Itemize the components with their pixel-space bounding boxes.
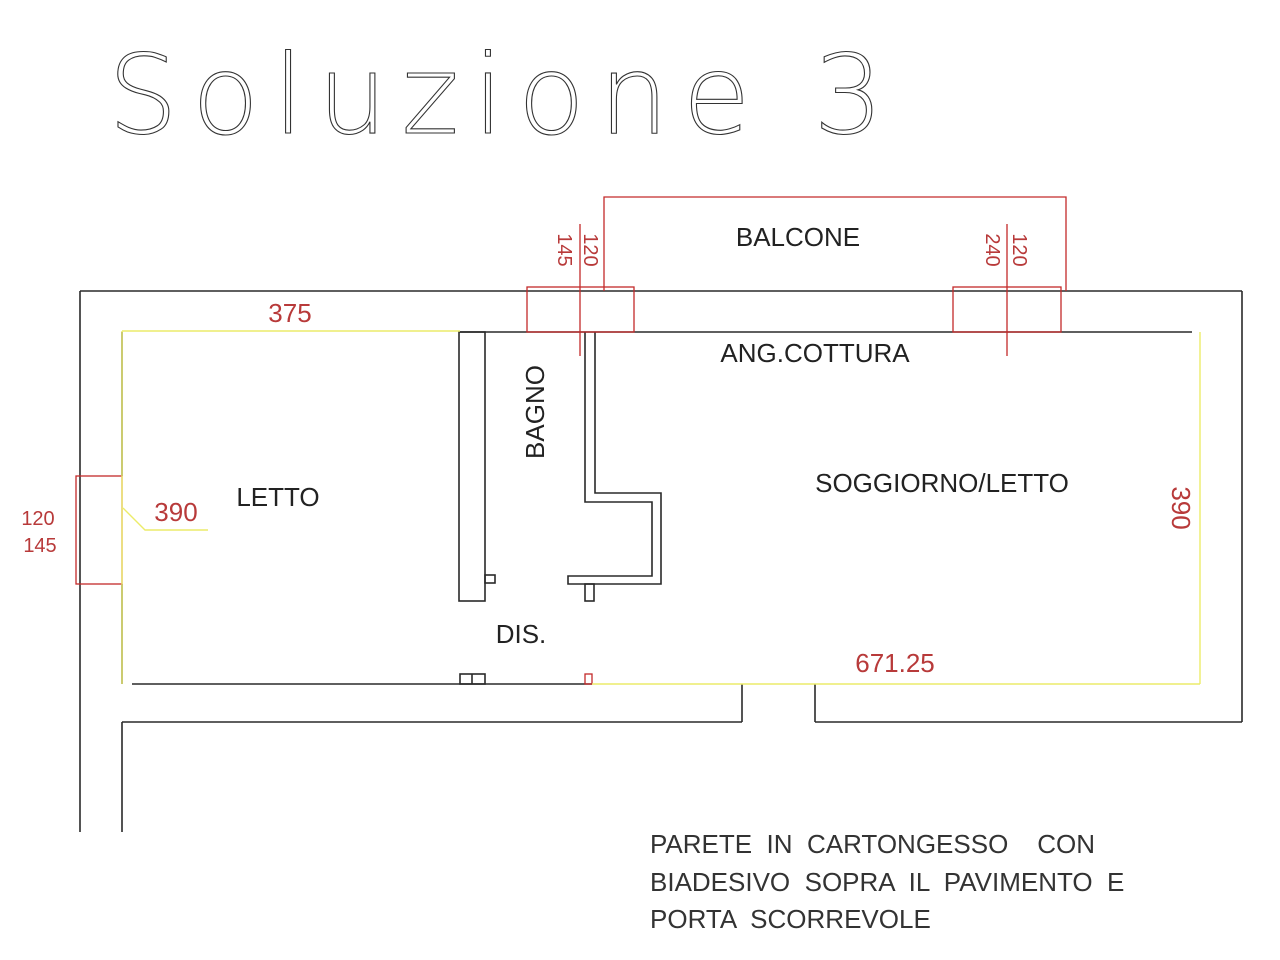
room-label-letto: LETTO xyxy=(236,482,319,512)
note-line-2: BIADESIVO SOPRA IL PAVIMENTO E xyxy=(650,867,1124,897)
dim-letto-width: 375 xyxy=(268,298,311,328)
room-label-dis: DIS. xyxy=(496,619,547,649)
drawing-title: Soluzione 3 xyxy=(108,31,897,159)
dim-balcony-door-right-h: 240 xyxy=(981,233,1003,266)
dimension-lines xyxy=(121,330,1201,685)
dim-balcony-door-right-w: 120 xyxy=(1008,233,1030,266)
room-label-bagno: BAGNO xyxy=(520,365,550,459)
dim-balcony-door-left-h: 145 xyxy=(553,233,575,266)
room-label-soggiorno: SOGGIORNO/LETTO xyxy=(815,468,1069,498)
window-left xyxy=(75,475,123,585)
dim-soggiorno-width: 671.25 xyxy=(855,648,935,678)
outer-walls xyxy=(79,290,1243,832)
balcony xyxy=(603,196,1067,291)
dim-window-left-h: 145 xyxy=(23,535,56,557)
note-line-3: PORTA SCORREVOLE xyxy=(650,904,931,934)
dim-soggiorno-height: 390 xyxy=(1166,486,1196,529)
room-label-balcone: BALCONE xyxy=(736,222,860,252)
openings xyxy=(75,224,1062,585)
dim-window-left-w: 120 xyxy=(21,508,54,530)
note-line-1: PARETE IN CARTONGESSO CON xyxy=(650,829,1095,859)
room-label-ang-cottura: ANG.COTTURA xyxy=(720,338,910,368)
dim-letto-height: 390 xyxy=(154,497,197,527)
dim-balcony-door-left-w: 120 xyxy=(579,233,601,266)
